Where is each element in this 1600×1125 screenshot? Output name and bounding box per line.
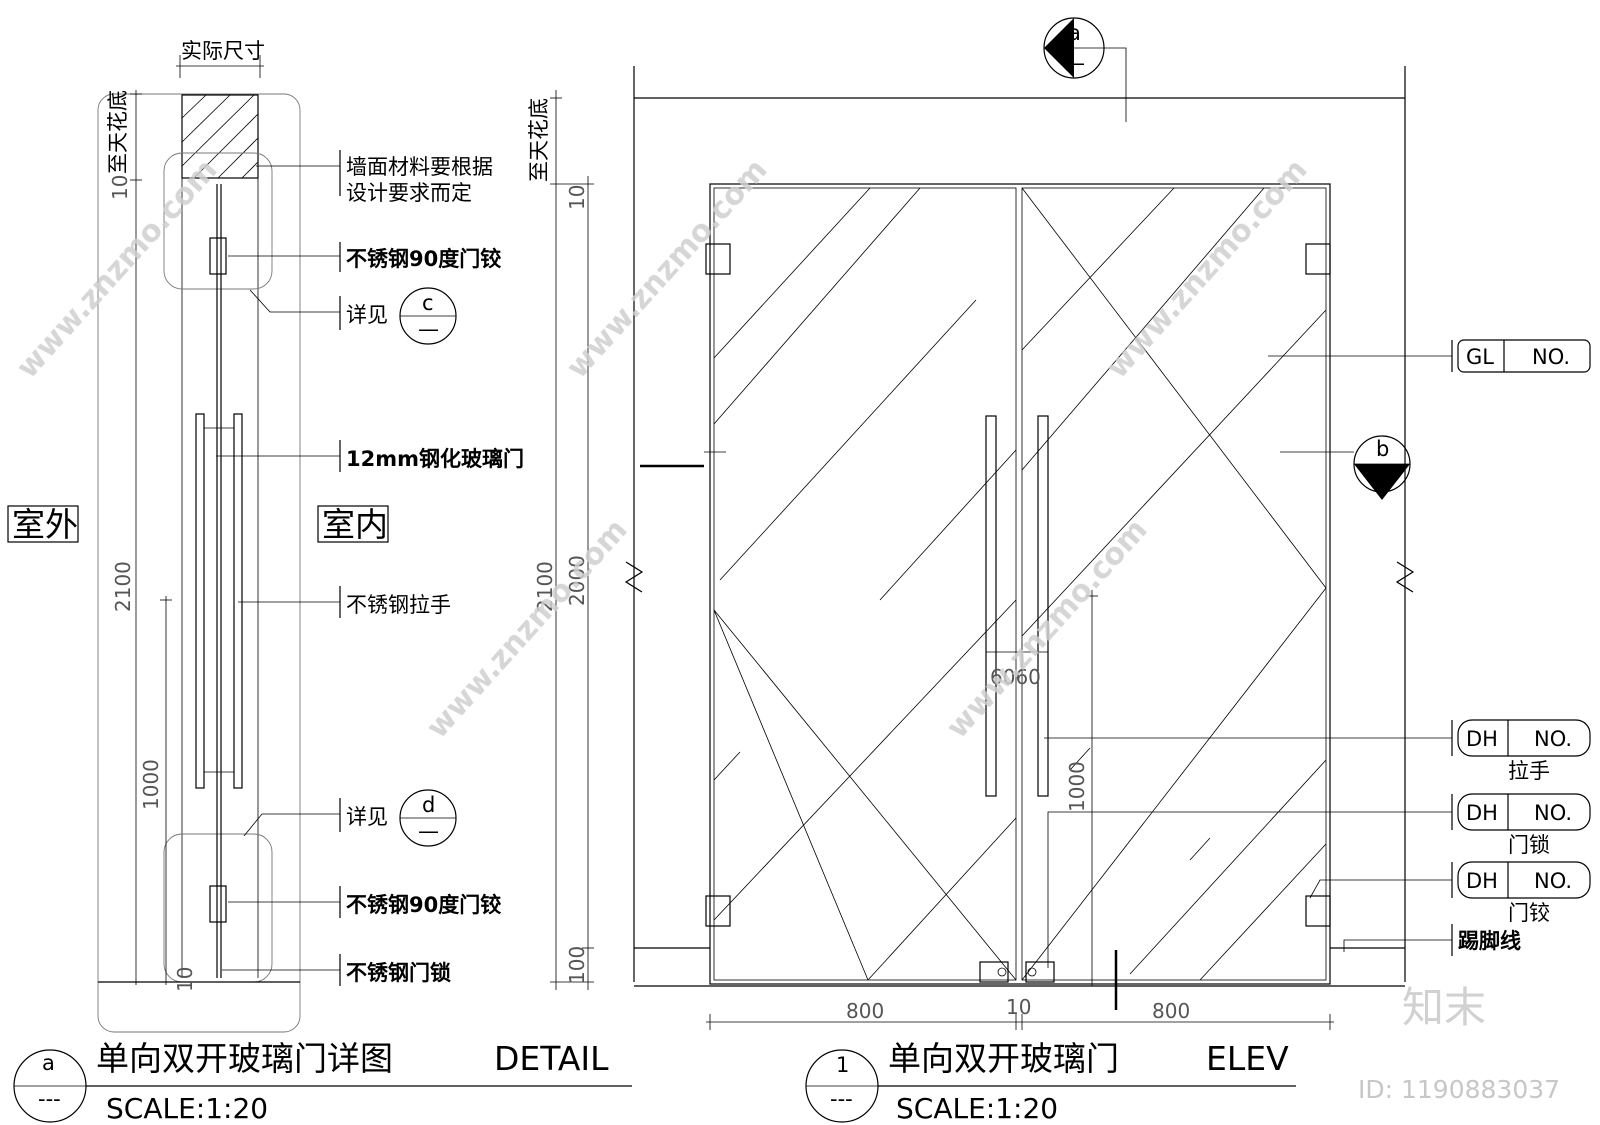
detail-circle-c [163, 152, 273, 290]
elev-hinge-bl [705, 895, 731, 927]
actual-size-label: 实际尺寸 [181, 39, 265, 63]
elev-hinge-br [1305, 895, 1331, 927]
elev-hinge-tr [1305, 243, 1331, 275]
detail-dim-top: 10 [108, 175, 132, 200]
handle-inside [233, 413, 243, 789]
watermark-logo: 知末 [1402, 983, 1486, 1032]
detail-circle-d [163, 833, 273, 983]
floor-lock-right [1025, 961, 1055, 983]
elev-to-ceiling: 至天花底 [527, 98, 551, 182]
watermark-site: www.znzmo.com [1100, 152, 1315, 385]
outside-box [7, 505, 79, 543]
elev-title-en: ELEV [1206, 1039, 1289, 1078]
elev-dim-right: 800 [1152, 999, 1190, 1023]
elev-title: 单向双开玻璃门 [888, 1039, 1119, 1078]
tag-dh-handle-caption: 拉手 [1508, 759, 1550, 783]
inside-label: 室内 [322, 505, 388, 544]
tag-gl: GL NO. [1457, 339, 1591, 373]
note-glass: 12mm钢化玻璃门 [346, 447, 524, 471]
detail-title-tag: a [42, 1051, 55, 1075]
elev-hinge-tl [705, 243, 731, 275]
detail-dim-handle: 1000 [139, 759, 163, 810]
note-wall-material-2: 设计要求而定 [346, 181, 472, 205]
floor-lock-left [979, 961, 1009, 983]
detail-title-en: DETAIL [494, 1039, 609, 1078]
elev-dim-left: 800 [846, 999, 884, 1023]
tag-dh-lock-caption: 门锁 [1508, 833, 1550, 857]
elev-handle-left [985, 415, 997, 797]
note-handle: 不锈钢拉手 [346, 593, 451, 617]
tag-dh-hinge-code: DH [1466, 869, 1498, 893]
note-hinge-top: 不锈钢90度门铰 [346, 247, 501, 271]
detail-dim-total: 2100 [111, 561, 135, 612]
ref-d-sub: — [418, 819, 439, 843]
elev-dim-bottom: 100 [565, 946, 589, 984]
elev-dim-total: 2100 [533, 561, 557, 612]
detail-section: 实际尺寸 至天 [7, 39, 632, 1125]
note-see-d: 详见 [346, 805, 388, 829]
tag-gl-code: GL [1466, 345, 1494, 369]
detail-to-ceiling: 至天花底 [106, 90, 130, 174]
elev-dim-gap: 10 [1006, 995, 1031, 1019]
elev-scale: SCALE:1:20 [896, 1092, 1058, 1125]
section-b-tag: b [1376, 437, 1389, 461]
handle-outside [195, 413, 205, 789]
watermark-site: www.znzmo.com [940, 512, 1155, 745]
watermark-id: ID: 1190883037 [1358, 1075, 1560, 1104]
tag-dh-lock-no: NO. [1534, 801, 1572, 825]
elev-dim-lock: 1000 [1065, 761, 1089, 812]
note-hinge-bottom: 不锈钢90度门铰 [346, 893, 501, 917]
ref-c-sub: — [418, 317, 439, 341]
hinge-bottom [209, 885, 227, 923]
elevation-section: a — [527, 17, 1591, 1125]
glass-reflection [713, 187, 1327, 981]
wall-block [181, 94, 259, 179]
note-lock: 不锈钢门锁 [346, 961, 451, 985]
tag-dh-handle-no: NO. [1534, 727, 1572, 751]
skirting-label: 踢脚线 [1458, 929, 1521, 953]
section-a-tag: a [1068, 21, 1081, 45]
detail-title-sub: --- [38, 1087, 61, 1111]
door-leaf-left [713, 187, 1017, 981]
watermark-site: www.znzmo.com [420, 512, 635, 745]
tag-dh-lock: DH NO. 门锁 [1457, 793, 1591, 857]
tag-dh-hinge-caption: 门铰 [1508, 901, 1550, 925]
elev-title-sub: --- [830, 1087, 853, 1111]
elev-dim-handle: 6060 [990, 665, 1041, 689]
note-see-c: 详见 [346, 303, 388, 327]
section-arrow-b [1354, 464, 1410, 500]
elev-handle-right [1037, 415, 1049, 797]
detail-scale: SCALE:1:20 [106, 1092, 268, 1125]
inside-box [317, 505, 389, 543]
note-wall-material-1: 墙面材料要根据 [346, 155, 493, 179]
tag-dh-lock-code: DH [1466, 801, 1498, 825]
watermark-site: www.znzmo.com [560, 152, 775, 385]
tag-dh-handle-code: DH [1466, 727, 1498, 751]
tag-dh-hinge: DH NO. 门铰 [1457, 861, 1591, 925]
tag-dh-handle: DH NO. 拉手 [1457, 719, 1591, 783]
section-b-sub: — [1372, 465, 1393, 489]
elev-dim-top: 10 [565, 185, 589, 210]
detail-frame [97, 93, 301, 1033]
elev-title-tag: 1 [836, 1053, 849, 1077]
door-frame [709, 183, 1331, 985]
ref-d-tag: d [422, 793, 435, 817]
tag-dh-hinge-no: NO. [1534, 869, 1572, 893]
ref-c-tag: c [422, 291, 434, 315]
tag-gl-no: NO. [1532, 345, 1570, 369]
detail-title: 单向双开玻璃门详图 [96, 1039, 393, 1078]
section-a-sub: — [1064, 51, 1085, 75]
hinge-top [209, 237, 227, 275]
elev-dim-door: 2000 [565, 555, 589, 606]
detail-dim-bottom: 10 [173, 967, 197, 992]
outside-label: 室外 [12, 505, 78, 544]
